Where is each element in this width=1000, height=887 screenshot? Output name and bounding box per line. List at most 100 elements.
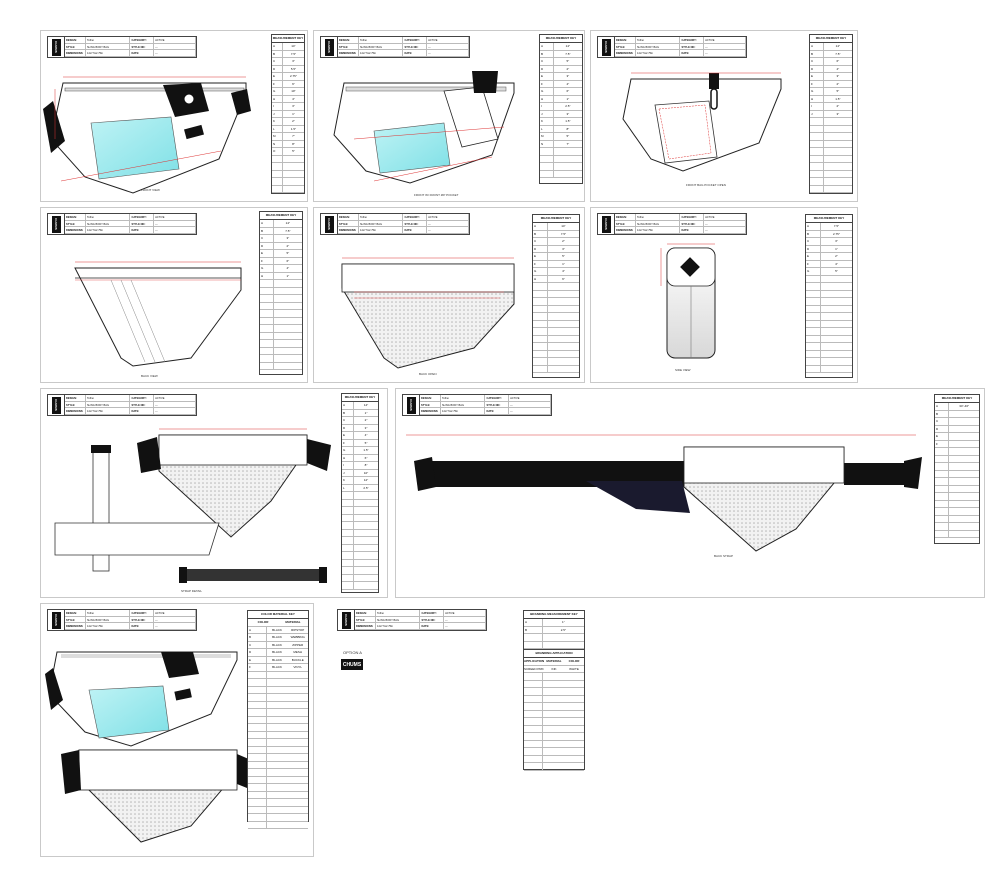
dimensions-value: 14x7.5x2.75in <box>85 50 131 57</box>
row-value <box>949 486 979 493</box>
row-key <box>342 559 355 566</box>
design-label: DESIGN: <box>615 37 636 44</box>
row-value <box>267 754 308 761</box>
table-row <box>260 295 302 303</box>
table-row <box>935 470 979 478</box>
date-label: DATE: <box>680 50 705 57</box>
row-value <box>267 709 308 716</box>
view-caption: STRAP DETAIL <box>181 589 203 593</box>
row-value <box>274 318 302 325</box>
row-key <box>248 716 267 723</box>
row-key <box>533 350 548 357</box>
row-value <box>543 748 584 755</box>
table-row <box>806 358 852 366</box>
category-value: ACTIVE <box>704 214 746 221</box>
row-value <box>543 733 584 740</box>
row-value <box>949 516 979 523</box>
style-label: STYLE: <box>65 401 86 409</box>
table-row <box>260 340 302 348</box>
row-key <box>260 347 274 354</box>
table-row <box>248 784 308 792</box>
row-value <box>267 679 308 686</box>
row-value <box>949 471 979 478</box>
design-value: Tofino <box>635 214 681 221</box>
row-value <box>821 298 852 305</box>
row-key: G <box>810 88 824 95</box>
table-row <box>806 275 852 283</box>
row-value <box>267 717 308 724</box>
row-value: 10" <box>363 470 369 475</box>
row-value: 5" <box>836 89 840 93</box>
row-value <box>543 718 584 725</box>
row-value: 2.5" <box>565 104 571 108</box>
table-row <box>810 178 852 186</box>
dimensions-value: 14x7.5x2.75in <box>635 50 681 57</box>
row-value <box>548 328 579 335</box>
row-key: B <box>533 230 548 237</box>
row-value: 2" <box>562 239 565 243</box>
date-value: --- <box>704 227 746 234</box>
row-key: B <box>248 634 267 641</box>
row-value: 2" <box>286 243 290 248</box>
row-key <box>935 478 950 485</box>
dimensions-label: DIMENSIONS: <box>65 50 86 57</box>
row-key <box>248 731 267 738</box>
table-row <box>248 701 308 709</box>
application-cell: WHITE <box>569 666 579 671</box>
row-key <box>272 185 283 192</box>
row-key: J <box>810 110 824 117</box>
table-row <box>248 746 308 754</box>
brand-logo: CHUMS <box>598 37 615 57</box>
design-label: DESIGN: <box>355 610 376 617</box>
row-key: G <box>806 268 821 275</box>
row-value: 5" <box>364 440 368 445</box>
row-key <box>248 791 267 798</box>
row-key: I <box>342 462 355 469</box>
row-key: B <box>260 227 274 234</box>
row-key <box>272 178 283 185</box>
branding-logo-text: CHUMS <box>342 661 362 668</box>
row-key <box>342 499 355 506</box>
design-value: Tofino <box>358 214 404 221</box>
row-key <box>524 733 543 740</box>
date-value: --- <box>427 50 469 57</box>
row-value <box>274 303 302 310</box>
view-caption: BACK VIEW <box>141 374 158 378</box>
table-row <box>248 776 308 784</box>
table-row <box>806 328 852 336</box>
table-row <box>935 523 979 531</box>
row-value <box>283 163 304 170</box>
row-value: 8" <box>566 126 570 131</box>
row-key <box>935 515 950 522</box>
row-value <box>548 336 579 343</box>
table-row <box>810 133 852 141</box>
table-row <box>935 530 979 538</box>
row-key <box>248 821 267 828</box>
row-key <box>810 133 824 140</box>
row-key <box>806 335 821 342</box>
drawing-front-view <box>43 76 251 194</box>
row-value: 1.5" <box>565 119 571 123</box>
design-label: DESIGN: <box>65 610 86 617</box>
row-key <box>260 355 274 362</box>
row-key: H <box>342 454 355 461</box>
row-value <box>267 762 308 769</box>
drawing-side-view <box>660 243 716 359</box>
row-value <box>554 171 582 178</box>
table-row <box>533 343 579 351</box>
